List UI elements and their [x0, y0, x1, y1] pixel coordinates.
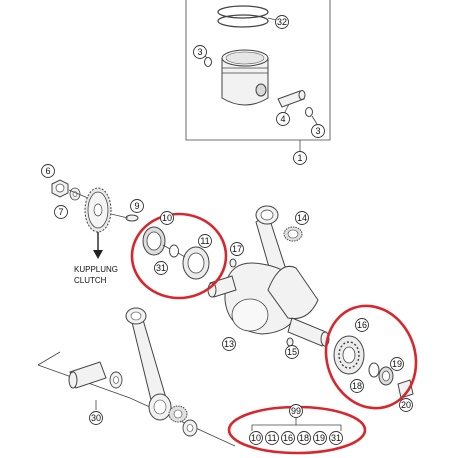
callout-10: 10	[160, 211, 174, 225]
callout-17: 17	[230, 242, 244, 256]
main-bearing-right	[333, 335, 365, 375]
svg-text:16: 16	[283, 433, 293, 443]
svg-text:99: 99	[291, 406, 301, 416]
kit-row-18: 18	[297, 431, 311, 445]
gear-area	[51, 179, 139, 259]
woodruff-key	[125, 214, 139, 222]
highlight-left-bearings	[130, 212, 228, 300]
callout-99: 99	[289, 404, 303, 418]
callout-14: 14	[295, 211, 309, 225]
piston	[221, 49, 269, 106]
svg-text:32: 32	[277, 17, 287, 27]
callout-30: 30	[89, 411, 103, 425]
kit-row-10: 10	[249, 431, 263, 445]
highlight-right-bearings	[324, 304, 418, 410]
primary-gear	[84, 187, 112, 233]
callout-3-bottom: 3	[311, 124, 325, 138]
svg-text:1: 1	[297, 153, 302, 163]
callout-9: 9	[130, 199, 144, 213]
svg-text:9: 9	[134, 201, 139, 211]
clutch-arrow-head	[93, 250, 103, 259]
svg-text:7: 7	[58, 207, 63, 217]
svg-text:31: 31	[331, 433, 341, 443]
svg-text:6: 6	[45, 166, 50, 176]
kit-row-16: 16	[281, 431, 295, 445]
o-ring-left	[169, 244, 179, 258]
svg-text:11: 11	[200, 236, 209, 246]
callout-13: 13	[222, 337, 236, 351]
svg-text:31: 31	[156, 263, 166, 273]
spacer-sleeve	[397, 379, 414, 399]
svg-text:30: 30	[91, 413, 101, 423]
svg-text:13: 13	[224, 339, 234, 349]
svg-text:19: 19	[315, 433, 325, 443]
svg-text:14: 14	[297, 213, 307, 223]
svg-text:17: 17	[232, 244, 242, 254]
callout-20: 20	[399, 398, 413, 412]
connecting-rod	[130, 312, 167, 405]
left-bearing-group	[142, 226, 210, 280]
needle-bearing	[283, 226, 303, 242]
conrod-kit	[37, 307, 236, 447]
kit-row-11: 11	[265, 431, 279, 445]
svg-text:10: 10	[162, 213, 172, 223]
crank-pin-small	[229, 258, 237, 268]
circlip-left	[204, 57, 212, 67]
piston-pin	[277, 90, 306, 108]
kit-bracket	[251, 424, 342, 431]
o-ring-right	[368, 362, 380, 378]
svg-text:19: 19	[392, 359, 402, 369]
svg-text:18: 18	[352, 381, 362, 391]
svg-text:3: 3	[197, 47, 202, 57]
clutch-label-de: KUPPLUNG	[74, 265, 118, 274]
callout-7: 7	[54, 205, 68, 219]
piston-ring-lower	[217, 14, 269, 28]
callout-18: 18	[350, 379, 364, 393]
svg-text:11: 11	[267, 433, 276, 443]
circlip-right	[305, 107, 313, 117]
callout-15: 15	[285, 345, 299, 359]
main-bearing-left	[182, 246, 210, 280]
svg-text:15: 15	[287, 347, 297, 357]
clutch-label-en: CLUTCH	[74, 276, 107, 285]
kit-row-19: 19	[313, 431, 327, 445]
piston-group	[185, 0, 331, 152]
piston-group-frame	[185, 0, 331, 141]
callout-11: 11	[198, 234, 212, 248]
svg-text:16: 16	[357, 320, 367, 330]
callout-16: 16	[355, 318, 369, 332]
kit-row-31: 31	[329, 431, 343, 445]
callout-4: 4	[276, 112, 290, 126]
callout-31: 31	[154, 261, 168, 275]
svg-text:18: 18	[299, 433, 309, 443]
svg-text:4: 4	[280, 114, 285, 124]
callout-32: 32	[275, 15, 289, 29]
svg-text:20: 20	[401, 400, 411, 410]
callout-1: 1	[293, 151, 307, 165]
svg-text:10: 10	[251, 433, 261, 443]
callout-3-top: 3	[193, 45, 207, 59]
piston-ring-upper	[217, 5, 269, 19]
callout-19: 19	[390, 357, 404, 371]
callout-6: 6	[41, 164, 55, 178]
right-bearing-group	[333, 335, 394, 386]
svg-text:3: 3	[315, 126, 320, 136]
crank-dowel	[286, 337, 294, 347]
crankshaft	[207, 205, 330, 347]
